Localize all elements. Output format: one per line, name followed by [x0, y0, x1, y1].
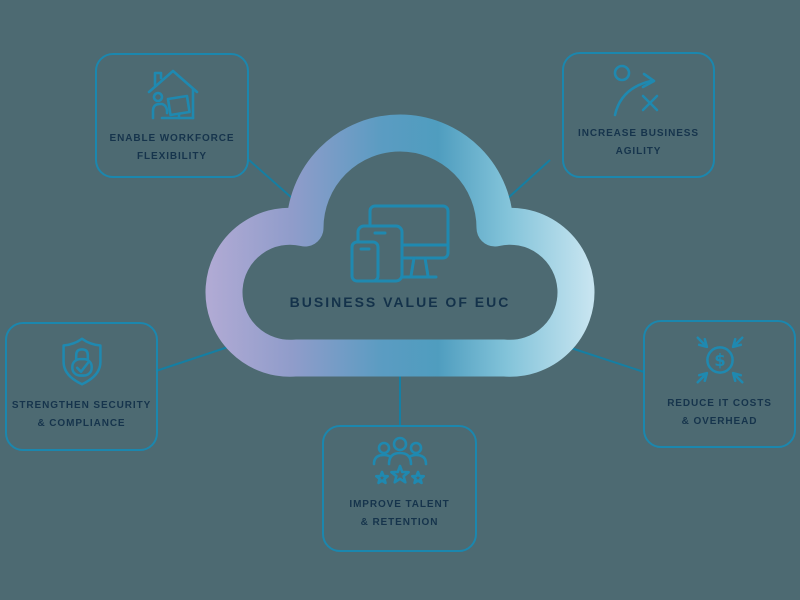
strategy-arrow-icon: [613, 64, 658, 117]
connector-line-security: [155, 346, 229, 372]
node-label-line2: AGILITY: [615, 146, 662, 157]
node-label-line1: STRENGTHEN SECURITY: [11, 400, 152, 411]
node-label: ENABLE WORKFORCE FLEXIBILITY: [110, 130, 235, 166]
connector-lines: [155, 159, 645, 426]
node-label-line2: & RETENTION: [360, 517, 439, 528]
phone-icon: [350, 240, 380, 283]
connector-line-agility: [507, 159, 551, 199]
monitor-stand: [401, 256, 438, 279]
home-office-icon: [147, 69, 199, 120]
cloud-shape: [205, 114, 595, 377]
node-label: IMPROVE TALENT & RETENTION: [349, 496, 449, 532]
center-title: BUSINESS VALUE OF EUC: [289, 294, 511, 310]
node-security-compliance: STRENGTHEN SECURITY & COMPLIANCE: [5, 322, 158, 451]
dollar-inward-arrows-icon: $: [695, 336, 744, 384]
node-business-agility: INCREASE BUSINESS AGILITY: [562, 52, 715, 178]
connector-line-workforce: [248, 159, 293, 199]
node-it-costs-overhead: $ REDUCE IT COSTS & OVERHEAD: [643, 320, 796, 448]
node-label: INCREASE BUSINESS AGILITY: [578, 125, 699, 161]
node-label-line2: & OVERHEAD: [681, 416, 758, 427]
node-label-line2: & COMPLIANCE: [37, 418, 126, 429]
node-label: STRENGTHEN SECURITY & COMPLIANCE: [12, 397, 151, 433]
node-label-line1: IMPROVE TALENT: [349, 499, 450, 510]
connector-line-costs: [570, 347, 645, 373]
node-label-line1: ENABLE WORKFORCE: [109, 133, 235, 144]
node-label-line1: REDUCE IT COSTS: [667, 398, 772, 409]
shield-lock-icon: [61, 337, 102, 386]
team-stars-icon: [372, 436, 427, 485]
node-label-line1: INCREASE BUSINESS: [578, 128, 699, 139]
devices-icon: [350, 204, 450, 283]
node-workforce-flexibility: ENABLE WORKFORCE FLEXIBILITY: [95, 53, 249, 178]
node-label-line2: FLEXIBILITY: [137, 151, 207, 162]
dollar-symbol: $: [714, 351, 725, 370]
node-label: REDUCE IT COSTS & OVERHEAD: [667, 395, 772, 431]
node-talent-retention: IMPROVE TALENT & RETENTION: [322, 425, 477, 552]
